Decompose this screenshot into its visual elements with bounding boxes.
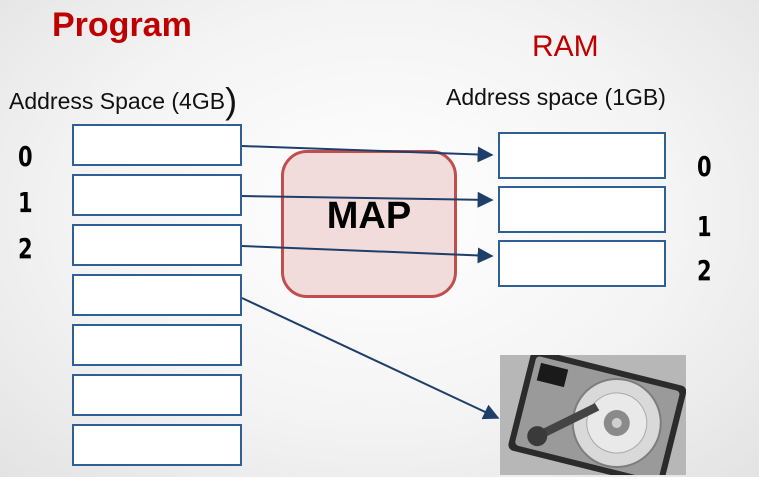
program-address-space-text: Address Space (4GB (9, 88, 226, 114)
ram-row-number-0: 0 (697, 150, 712, 183)
ram-block-0 (498, 132, 666, 179)
arrow-program-0-to-ram-0 (241, 145, 494, 163)
ram-address-space-label: Address space (1GB) (446, 84, 666, 110)
ram-title: RAM (532, 30, 599, 63)
ram-row-number-2: 2 (697, 254, 712, 287)
program-title: Program (52, 6, 192, 44)
ram-row-number-1: 1 (697, 210, 712, 243)
arrow-program-2-to-ram-2 (241, 245, 494, 264)
map-label: MAP (326, 195, 412, 237)
ram-block-2 (498, 240, 666, 287)
program-block-4 (72, 324, 242, 366)
program-block-5 (72, 374, 242, 416)
program-address-space-paren: ) (225, 80, 238, 121)
program-block-1 (72, 174, 242, 216)
arrow-program-3-to-disk (241, 297, 500, 420)
program-address-space-label: Address Space (4GB) (9, 80, 237, 122)
program-row-number-1: 1 (18, 186, 33, 219)
arrow-program-1-to-ram-1 (241, 191, 494, 208)
program-row-number-2: 2 (18, 232, 33, 265)
program-block-3 (72, 274, 242, 316)
hard-drive-icon (500, 355, 686, 475)
program-block-0 (72, 124, 242, 166)
ram-block-1 (498, 186, 666, 233)
program-row-number-0: 0 (18, 140, 33, 173)
program-block-6 (72, 424, 242, 466)
program-block-2 (72, 224, 242, 266)
